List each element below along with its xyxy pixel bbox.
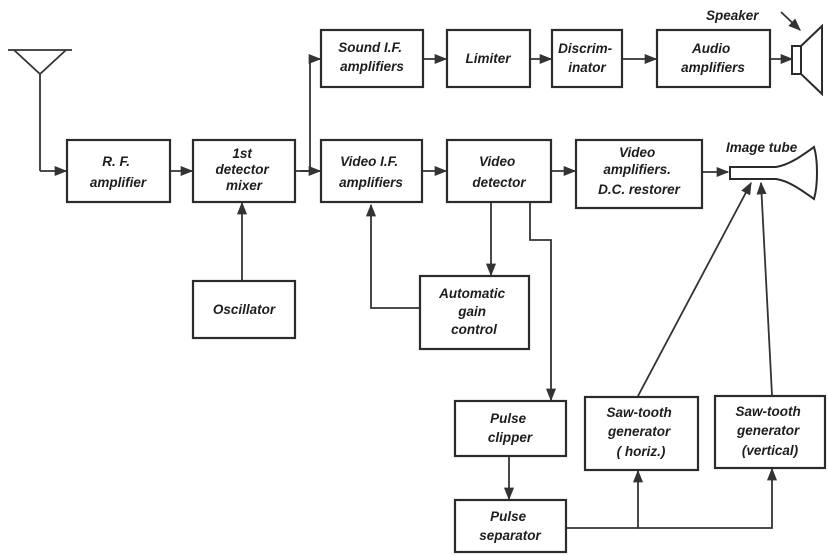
- block-sawtooth-horiz: Saw-tooth generator ( horiz.): [583, 395, 700, 472]
- block-video-detector: Video detector: [445, 138, 553, 204]
- video-if-label: Video I.F. amplifiers: [339, 154, 403, 190]
- audio-amplifiers-label: Audio amplifiers: [681, 41, 745, 75]
- sawtooth-vertical-label: Saw-tooth generator (vertical): [735, 404, 804, 458]
- video-detector-label: Video detector: [472, 154, 526, 190]
- block-pulse-separator: Pulse separator: [453, 498, 568, 554]
- block-discriminator: Discrim- inator: [550, 28, 624, 89]
- horiz-to-tube: [637, 181, 752, 397]
- speaker-pointer: [780, 11, 801, 31]
- block-video-if: Video I.F. amplifiers: [319, 138, 424, 204]
- agc-label: Automatic gain control: [438, 286, 509, 337]
- block-sawtooth-vertical: Saw-tooth generator (vertical): [713, 394, 827, 470]
- block-oscillator: Oscillator: [191, 279, 297, 340]
- block-sound-if: Sound I.F. amplifiers: [319, 28, 425, 89]
- vertical-to-tube: [756, 181, 773, 396]
- separator-to-vertical: [638, 467, 778, 529]
- video-amplifiers-label: Video amplifiers. D.C. restorer: [598, 145, 681, 197]
- block-limiter: Limiter: [445, 28, 532, 89]
- block-rf-amplifier: R. F. amplifier: [65, 138, 172, 204]
- limiter-label: Limiter: [465, 51, 511, 66]
- pulse-separator-label: Pulse separator: [479, 509, 541, 543]
- image-tube-icon: [729, 145, 818, 201]
- pulse-clipper-label: Pulse clipper: [488, 411, 533, 445]
- detector-mixer-label: 1st detector mixer: [215, 146, 272, 193]
- speaker-label: Speaker: [706, 8, 759, 23]
- connections: [8, 11, 801, 529]
- block-video-amplifiers: Video amplifiers. D.C. restorer: [574, 138, 704, 210]
- block-audio-amplifiers: Audio amplifiers: [655, 28, 772, 89]
- sawtooth-horiz-label: Saw-tooth generator ( horiz.): [606, 405, 675, 459]
- mixer-to-sound-if: [300, 53, 322, 172]
- sound-if-label: Sound I.F. amplifiers: [338, 40, 406, 74]
- block-detector-mixer: 1st detector mixer: [191, 138, 297, 204]
- separator-to-horiz: [566, 469, 644, 529]
- rf-amplifier-label: R. F. amplifier: [90, 154, 147, 190]
- speaker-icon: [791, 23, 823, 97]
- block-agc: Automatic gain control: [418, 274, 531, 351]
- agc-to-video-if: [365, 203, 419, 309]
- block-pulse-clipper: Pulse clipper: [453, 399, 568, 458]
- discriminator-label: Discrim- inator: [558, 41, 616, 75]
- image-tube-label: Image tube: [726, 140, 798, 155]
- oscillator-label: Oscillator: [213, 302, 276, 317]
- detector-to-clipper: [529, 203, 557, 402]
- antenna-icon: [8, 49, 72, 171]
